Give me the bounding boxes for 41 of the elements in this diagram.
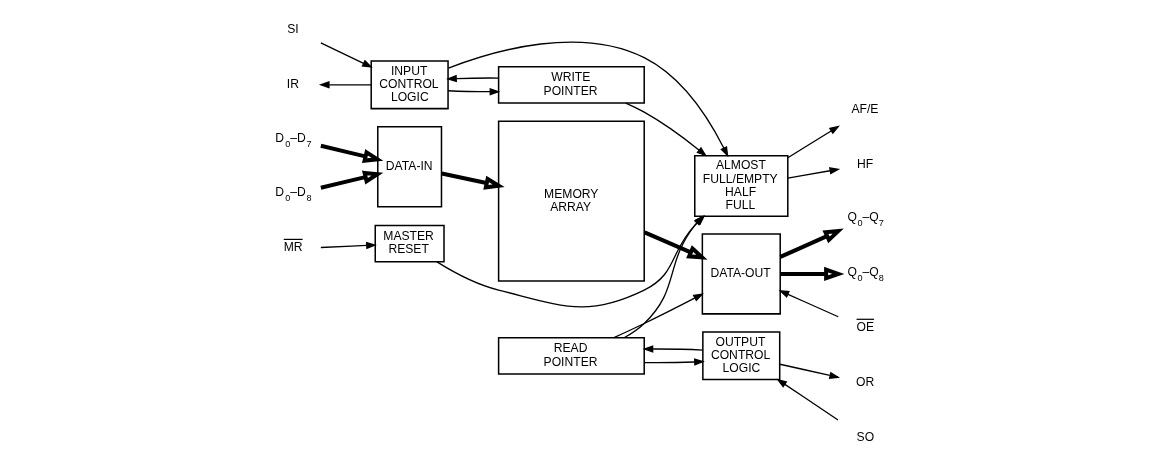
arrow <box>780 266 845 282</box>
arrow <box>613 293 704 339</box>
arrow <box>779 228 844 259</box>
node-text: MR <box>283 239 303 254</box>
arrow <box>643 358 705 366</box>
arrow <box>320 143 384 163</box>
node-text: Q$_{0}$–Q$_{8}$ <box>847 265 884 284</box>
node-box: DATA-OUT <box>701 233 781 315</box>
node-text: Q$_{0}$–Q$_{7}$ <box>847 210 884 229</box>
node-text: OE <box>856 319 875 334</box>
arrow <box>776 378 839 421</box>
arrow <box>447 87 501 96</box>
node-text: D$_{0}$–D$_{7}$ <box>275 130 312 149</box>
node-box: INPUT CONTROL LOGIC <box>370 60 449 110</box>
node-box: READ POINTER <box>497 336 645 375</box>
arrow <box>787 167 841 179</box>
node-text: HF <box>857 156 874 171</box>
arrow <box>787 125 840 159</box>
arrow <box>320 170 384 190</box>
node-box: WRITE POINTER <box>497 65 645 104</box>
arrow <box>441 171 505 190</box>
arrow <box>778 290 839 318</box>
node-box: OUTPUT CONTROL LOGIC <box>702 331 781 381</box>
node-text: OR <box>856 375 875 390</box>
arrow <box>779 363 841 379</box>
arrow <box>642 345 704 353</box>
arrow <box>643 230 708 260</box>
node-box: DATA-IN <box>377 126 443 208</box>
arrow <box>446 74 499 83</box>
node-text: SO <box>856 429 875 444</box>
node-text: AF/E <box>851 102 879 117</box>
arrow <box>447 41 729 158</box>
node-text: D$_{0}$–D$_{8}$ <box>275 185 312 204</box>
node-text: IR <box>286 76 299 91</box>
arrow <box>320 241 377 250</box>
node-box: ALMOST FULL/EMPTY HALF FULL <box>694 154 789 218</box>
node-box: MEMORY ARRAY <box>497 120 645 282</box>
node-box: MASTER RESET <box>374 224 445 263</box>
node-text: SI <box>287 22 299 37</box>
arrow <box>318 81 372 89</box>
arrow <box>320 42 373 68</box>
